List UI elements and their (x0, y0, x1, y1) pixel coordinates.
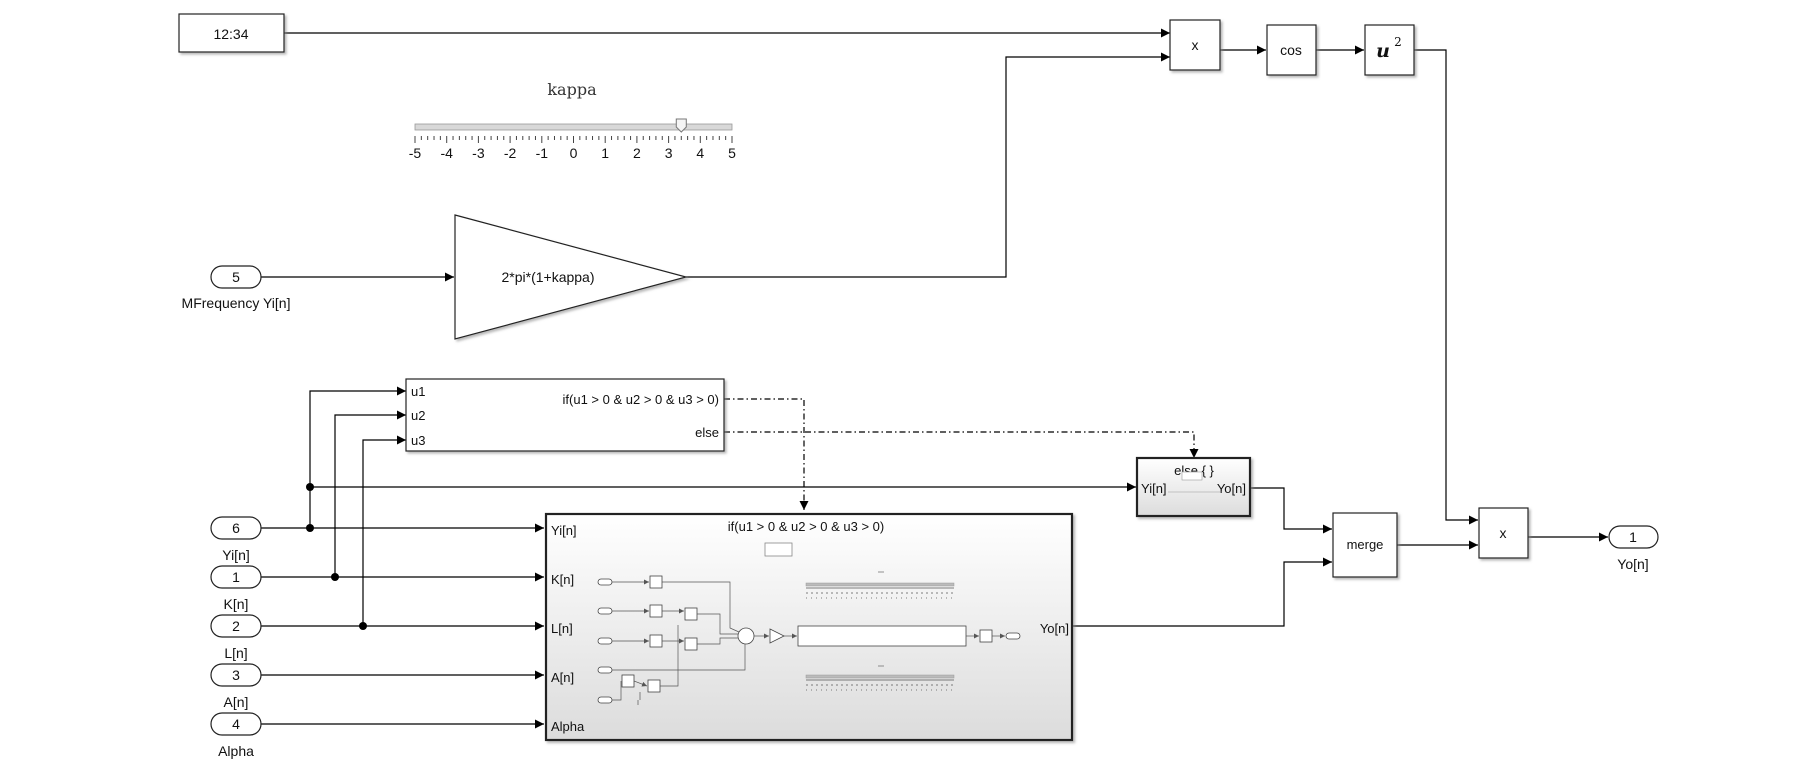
subsystem-input-alpha: Alpha (551, 719, 585, 734)
junction-dot (331, 573, 339, 581)
product-label: x (1192, 37, 1199, 53)
else-subsystem-input: Yi[n] (1141, 481, 1167, 496)
subsystem-input-yi: Yi[n] (551, 523, 577, 538)
inport-3[interactable]: 3 (210, 663, 262, 687)
subsystem-output-yo: Yo[n] (1040, 621, 1069, 636)
inport-number: 1 (232, 569, 240, 585)
if-input-u3: u3 (411, 433, 425, 448)
inport-2[interactable]: 2 (210, 614, 262, 638)
slider-tick-label: -5 (409, 145, 422, 161)
subsystem-title: if(u1 > 0 & u2 > 0 & u3 > 0) (728, 519, 884, 534)
product-block-top[interactable]: x (1169, 19, 1221, 71)
if-block[interactable]: u1 u2 u3 if(u1 > 0 & u2 > 0 & u3 > 0) el… (405, 378, 725, 452)
subsystem-input-a: A[n] (551, 670, 574, 685)
inport-5[interactable]: 5 (210, 265, 262, 289)
junction-dot (306, 524, 314, 532)
digital-clock-block[interactable]: 12:34 (178, 13, 285, 53)
junction-dot (359, 622, 367, 630)
inport-label: K[n] (224, 596, 249, 612)
else-subsystem-output: Yo[n] (1217, 481, 1246, 496)
signal-in1-to-if-u2[interactable] (334, 410, 406, 577)
inport-label: Alpha (218, 743, 254, 759)
if-input-u1: u1 (411, 384, 425, 399)
square-base: u (1376, 40, 1390, 62)
gain-label: 2*pi*(1+kappa) (501, 269, 594, 285)
signal-in2-to-if-u3[interactable] (362, 435, 406, 626)
control-if-action[interactable] (724, 398, 809, 510)
product-block-output[interactable]: x (1478, 507, 1529, 559)
signal-square-to-product[interactable] (1414, 49, 1478, 525)
inport-4[interactable]: 4 (210, 712, 262, 736)
slider-tick-label: -1 (536, 145, 549, 161)
if-output-else: else (695, 425, 719, 440)
inport-number: 2 (232, 618, 240, 634)
slider-tick-label: 0 (570, 145, 578, 161)
signal-else-to-merge[interactable] (1250, 487, 1332, 534)
inport-number: 4 (232, 716, 240, 732)
slider-tick-label: 1 (601, 145, 609, 161)
square-exponent: 2 (1394, 35, 1402, 49)
outport-number: 1 (1629, 529, 1637, 545)
signal-in6-to-if-u1[interactable] (309, 386, 406, 528)
slider-tick-label: -2 (504, 145, 517, 161)
inport-label: A[n] (224, 694, 249, 710)
signal-gain-to-product[interactable] (686, 52, 1170, 278)
slider-title: kappa (547, 80, 597, 99)
cos-label: cos (1280, 42, 1302, 58)
slider-tick-label: 4 (696, 145, 704, 161)
slider-tick-label: 3 (665, 145, 673, 161)
merge-block[interactable]: merge (1332, 512, 1398, 578)
clock-label: 12:34 (213, 26, 248, 42)
inport-6[interactable]: 6 (210, 516, 262, 540)
signal-if-to-merge[interactable] (1072, 557, 1332, 627)
junction-dot (306, 483, 314, 491)
if-action-subsystem[interactable]: if(u1 > 0 & u2 > 0 & u3 > 0) Yi[n] K[n] … (544, 512, 1074, 742)
subsystem-preview (597, 542, 1021, 705)
kappa-slider[interactable]: kappa -5 -4 -3 -2 -1 0 1 2 3 4 5 (409, 80, 736, 161)
outport-1[interactable]: 1 (1608, 525, 1659, 549)
cos-block[interactable]: cos (1266, 24, 1317, 76)
if-output-condition: if(u1 > 0 & u2 > 0 & u3 > 0) (563, 392, 719, 407)
inport-1[interactable]: 1 (210, 565, 262, 589)
slider-scale: -5 -4 -3 -2 -1 0 1 2 3 4 5 (409, 136, 736, 161)
slider-tick-label: 2 (633, 145, 641, 161)
inport-number: 6 (232, 520, 240, 536)
outport-label: Yo[n] (1617, 556, 1648, 572)
slider-tick-label: -4 (440, 145, 453, 161)
signal-lines (261, 28, 1608, 729)
inport-label: L[n] (224, 645, 247, 661)
inport-number: 3 (232, 667, 240, 683)
subsystem-input-l: L[n] (551, 621, 573, 636)
subsystem-input-k: K[n] (551, 572, 574, 587)
square-block[interactable]: u 2 (1364, 24, 1415, 76)
if-input-u2: u2 (411, 408, 425, 423)
merge-label: merge (1347, 537, 1384, 552)
slider-tick-label: -3 (472, 145, 485, 161)
inport-label: Yi[n] (222, 547, 250, 563)
else-action-subsystem[interactable]: else { } Yi[n] Yo[n] (1135, 456, 1252, 518)
inport-label: MFrequency Yi[n] (182, 295, 291, 311)
product-label: x (1500, 525, 1507, 541)
slider-thumb[interactable] (675, 118, 687, 133)
inport-number: 5 (232, 269, 240, 285)
gain-block[interactable]: 2*pi*(1+kappa) (454, 214, 689, 340)
control-else-action[interactable] (724, 431, 1199, 458)
slider-tick-label: 5 (728, 145, 736, 161)
slider-track[interactable] (414, 123, 733, 131)
